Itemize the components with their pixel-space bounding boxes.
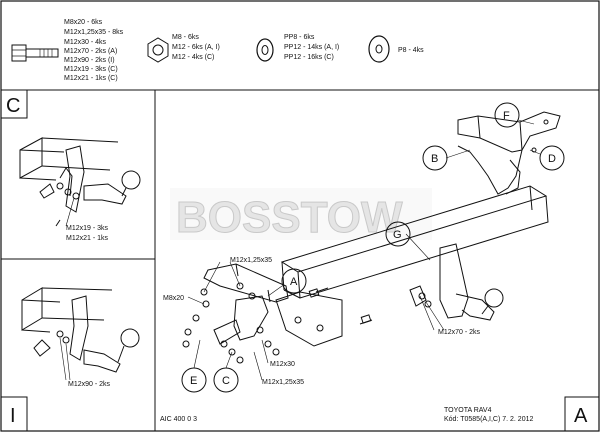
nut-spec: M8 - 6ks [172,34,199,41]
watermark-logo: BOSSTOW [170,188,432,243]
callout-g-letter: G [393,229,402,241]
leader-line [65,197,75,227]
label-m8x20: M8x20 [163,295,184,302]
leader-line [59,337,67,381]
callout-a: A [281,268,307,294]
bolt-spec: M8x20 - 6ks [64,19,103,26]
callout-b: B [422,145,448,171]
panel-c-letter: C [6,95,20,117]
nut-spec: M12 - 4ks (C) [172,54,214,61]
callout-c-letter: C [222,375,230,387]
large-washer-icon [368,35,390,63]
large-washer-spec: P8 - 4ks [398,47,424,54]
washer-spec: PP12 - 14ks (A, I) [284,44,339,51]
panel-i-bolt-label: M12x90 - 2ks [68,381,111,388]
bolt-spec: M12x21 - 1ks (C) [64,75,118,82]
callout-c: C [213,367,239,393]
main-leader-lines [187,119,541,381]
callout-g: G [385,221,411,247]
callout-d-letter: D [548,153,556,165]
callout-f-letter: F [503,110,510,122]
callout-e-letter: E [190,375,197,387]
panel-c-bolt-label: M12x21 - 1ks [66,235,109,242]
bolt-spec: M12x19 - 3ks (C) [64,66,118,73]
panel-i-hitch-sketch [21,287,140,373]
panel-a-letter: A [574,405,588,427]
hex-nut-icon [147,37,169,63]
bolt-spec: M12x70 - 2ks (A) [64,48,117,55]
panel-c-bolt-label: M12x19 - 3ks [66,225,109,232]
label-m12x125x35-bottom: M12x1,25x35 [262,379,304,386]
label-m12x30: M12x30 [270,361,295,368]
vehicle-name: TOYOTA RAV4 [444,407,492,414]
leader-line [65,343,71,381]
bolt-spec: M12x90 - 2ks (I) [64,57,115,64]
nut-list: M8 - 6ks M12 - 6ks (A, I) M12 - 4ks (C) [172,34,220,61]
washer-spec: PP8 - 6ks [284,34,315,41]
bolt-icon [11,44,59,62]
panel-i-letter: I [10,405,16,427]
callout-b-letter: B [431,153,438,165]
label-m12x70: M12x70 - 2ks [438,329,481,336]
callout-f: F [494,102,520,128]
bolt-list: M8x20 - 6ks M12x1,25x35 - 8ks M12x30 - 4… [64,19,124,82]
bolt-spec: M12x30 - 4ks [64,39,107,46]
washer-spec: PP12 - 16ks (C) [284,54,334,61]
callout-a-letter: A [290,276,298,288]
drawing-code: AIC 400 0 3 [160,416,197,423]
panel-a-letter-box [564,396,600,432]
callout-e: E [181,367,207,393]
washer-list: PP8 - 6ks PP12 - 14ks (A, I) PP12 - 16ks… [284,34,339,61]
nut-spec: M12 - 6ks (A, I) [172,44,220,51]
panel-c-hitch-sketch [19,137,141,227]
watermark-text: BOSSTOW [176,193,403,242]
callout-d: D [539,145,565,171]
label-m12x125x35-top: M12x1,25x35 [230,257,272,264]
bolt-spec: M12x1,25x35 - 8ks [64,29,124,36]
kod-date: Kód: T0585(A,I,C) 7. 2. 2012 [444,416,533,423]
panel-i-letter-box [0,396,28,432]
washer-icon [256,38,274,62]
panel-c-letter-box [0,89,28,119]
